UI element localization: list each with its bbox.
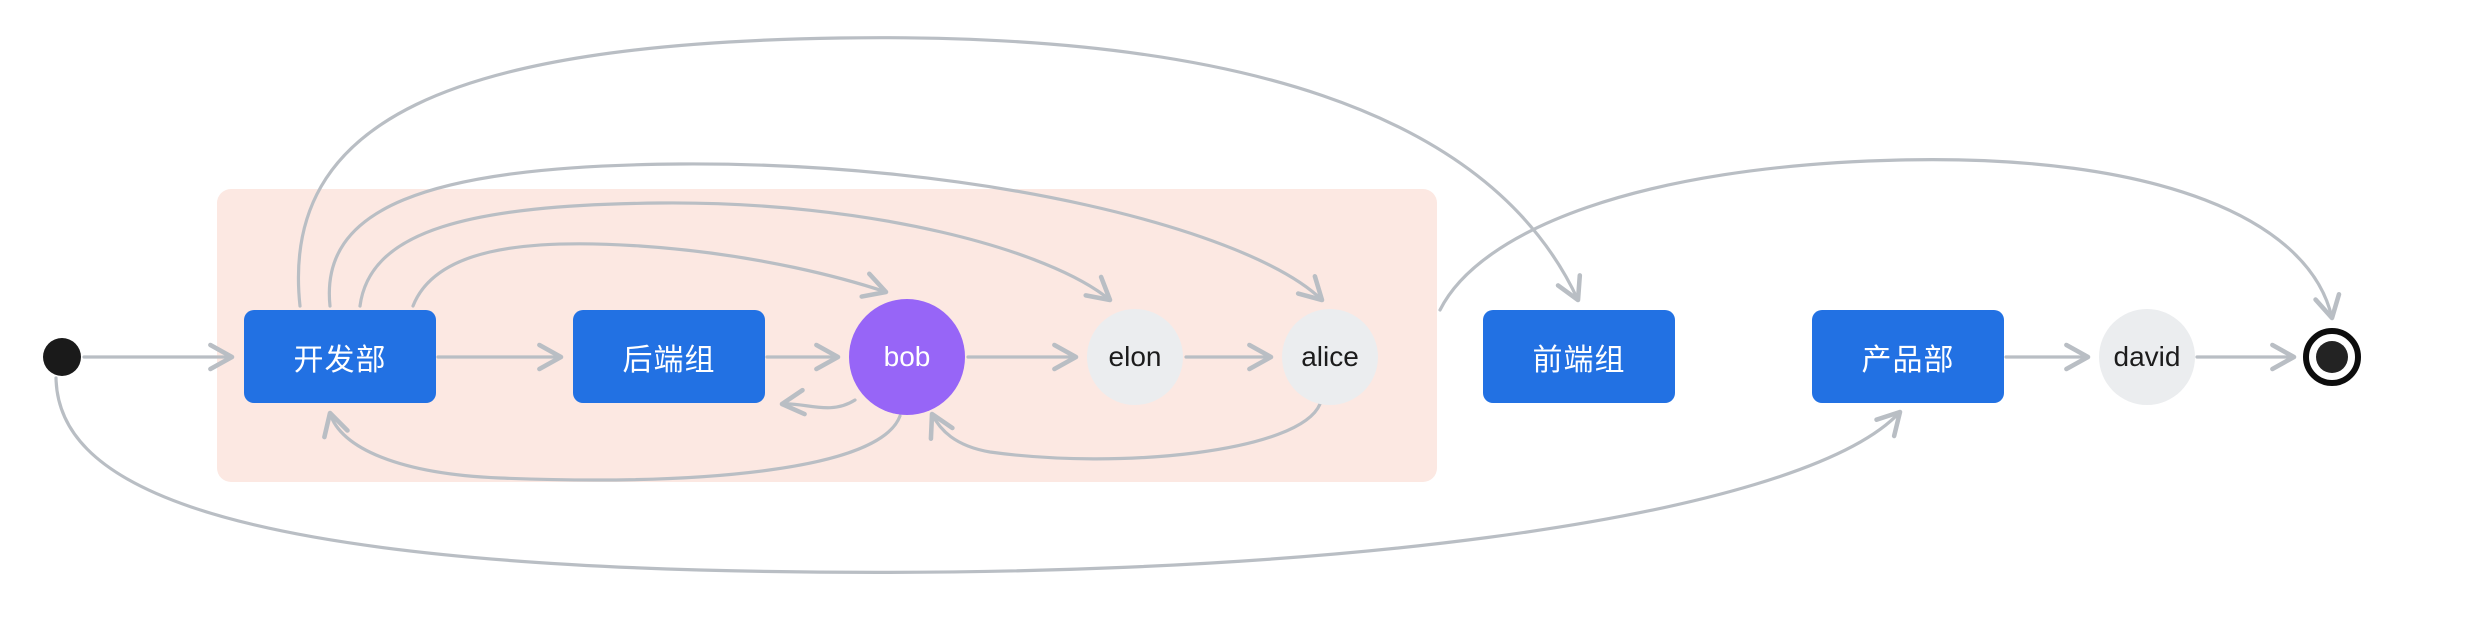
node-elon[interactable]: elon — [1087, 309, 1183, 405]
node-start[interactable] — [43, 338, 81, 376]
node-alice-label: alice — [1301, 341, 1359, 372]
node-chanpinbu[interactable]: 产品部 — [1812, 310, 2004, 403]
node-elon-label: elon — [1108, 341, 1162, 372]
node-houduanzu-label: 后端组 — [622, 343, 716, 377]
node-kaifabu-label: 开发部 — [293, 343, 387, 377]
node-houduanzu[interactable]: 后端组 — [573, 310, 765, 403]
node-bob[interactable]: bob — [849, 299, 965, 415]
edge-houduanzu-to-end-arc — [1438, 158, 2342, 321]
node-qianduanzu-label: 前端组 — [1532, 343, 1626, 377]
node-end[interactable] — [2303, 328, 2361, 386]
node-qianduanzu[interactable]: 前端组 — [1483, 310, 1675, 403]
node-kaifabu[interactable]: 开发部 — [244, 310, 436, 403]
node-david-label: david — [2113, 341, 2181, 372]
node-bob-label: bob — [883, 341, 931, 372]
node-alice[interactable]: alice — [1282, 309, 1378, 405]
end-core-dot — [2315, 340, 2349, 374]
node-chanpinbu-label: 产品部 — [1861, 343, 1955, 377]
node-david[interactable]: david — [2099, 309, 2195, 405]
